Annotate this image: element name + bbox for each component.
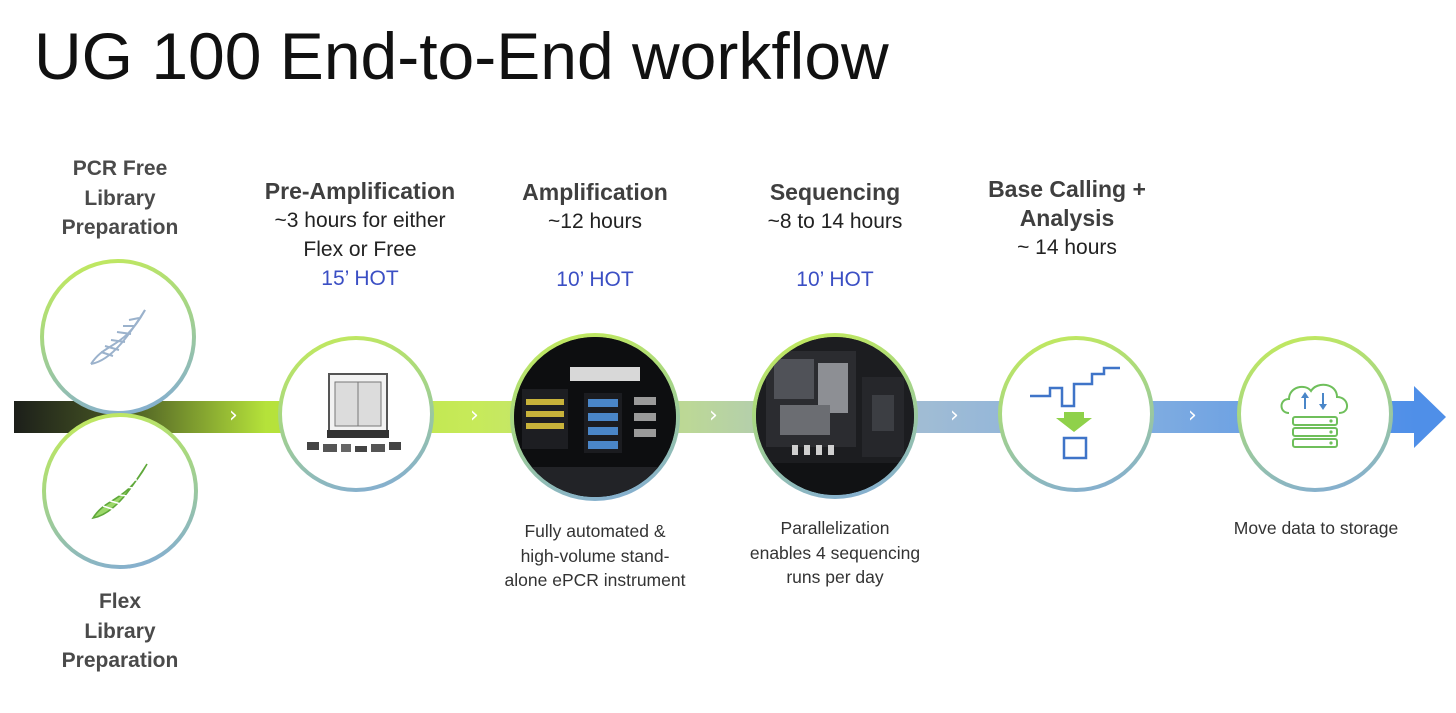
- dna-green-icon: [91, 463, 148, 520]
- sequencing-circle: [752, 333, 918, 499]
- stage-base-calling-header: Base Calling + Analysis ~ 14 hours: [988, 176, 1146, 259]
- flex-library-circle: [42, 413, 198, 569]
- pre-amplification-circle: [278, 336, 434, 492]
- page-title: UG 100 End-to-End workflow: [34, 19, 889, 93]
- amplification-caption: Fully automated & high-volume stand- alo…: [504, 521, 686, 590]
- chevron-right-icon: ›: [950, 403, 959, 428]
- base-calling-circle: [998, 336, 1154, 492]
- stage-sequencing-header: Sequencing ~8 to 14 hours 10’ HOT: [767, 179, 903, 291]
- stage-pre-amplification-header: Pre-Amplification ~3 hours for either Fl…: [264, 178, 456, 290]
- chevron-right-icon: ›: [470, 403, 479, 428]
- signal-to-base-icon: [1030, 366, 1120, 460]
- liquid-handler-instrument-icon: [307, 373, 401, 452]
- pcr-free-library-circle: [40, 259, 196, 415]
- sequencing-caption: Parallelization enables 4 sequencing run…: [749, 518, 921, 587]
- pcr-free-library-label: PCR Free Library Preparation: [61, 157, 179, 239]
- sequencer-instrument-icon: [756, 337, 914, 495]
- flex-library-label: Flex Library Preparation: [61, 590, 179, 672]
- storage-caption: Move data to storage: [1233, 518, 1399, 538]
- cloud-storage-icon: [1280, 383, 1348, 448]
- dna-outline-icon: [90, 309, 146, 365]
- stage-amplification-header: Amplification ~12 hours 10’ HOT: [522, 179, 668, 291]
- chevron-right-icon: ›: [229, 403, 238, 428]
- storage-circle: [1237, 336, 1393, 492]
- chevron-right-icon: ›: [1188, 403, 1197, 428]
- chevron-right-icon: ›: [709, 403, 718, 428]
- amplification-circle: [510, 333, 680, 501]
- epcr-instrument-icon: [514, 337, 676, 497]
